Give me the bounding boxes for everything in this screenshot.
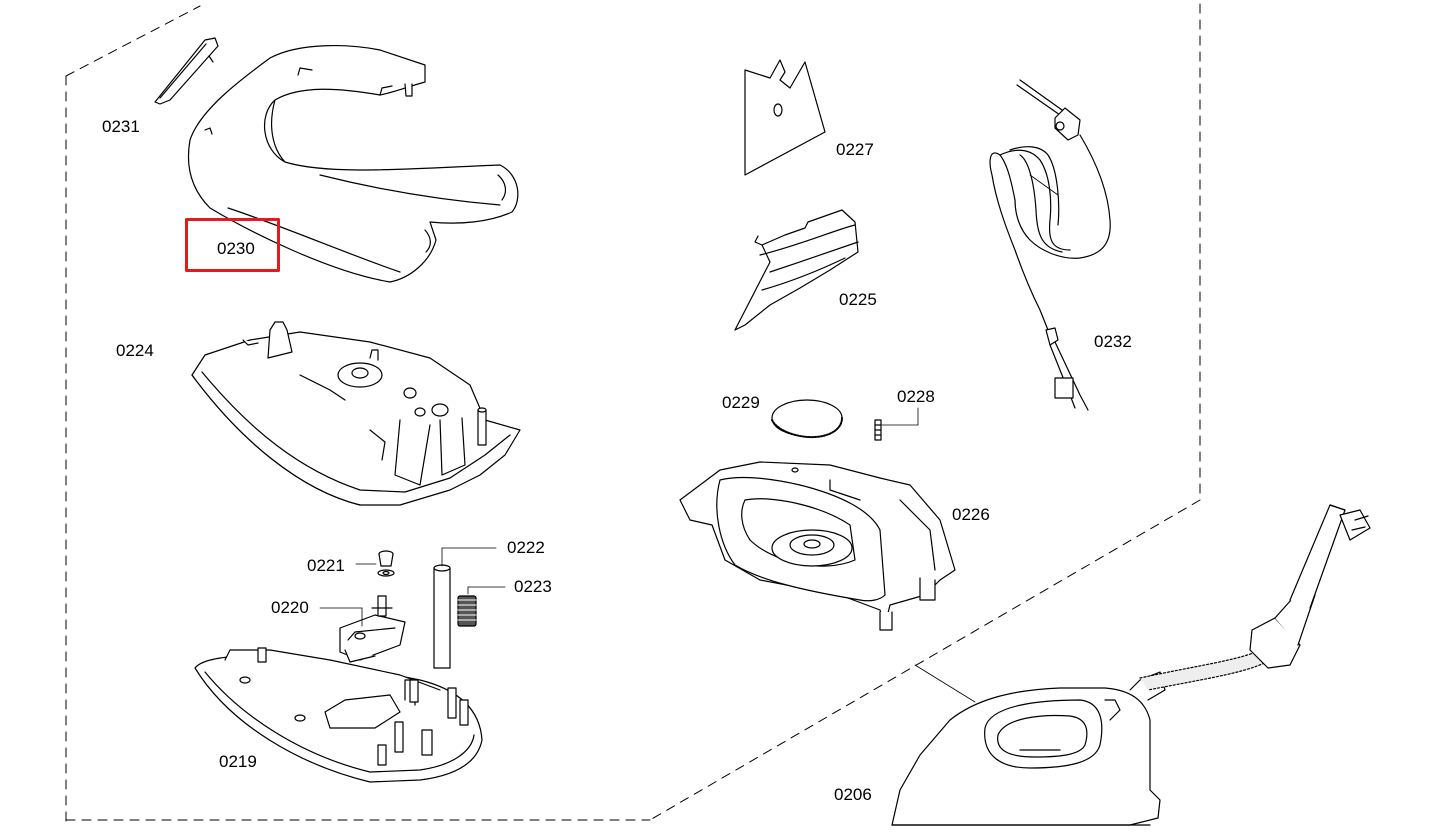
part-0222-rod[interactable]: [433, 547, 497, 669]
part-0232-power-cord[interactable]: [989, 79, 1111, 411]
label-0220[interactable]: 0220: [271, 598, 309, 617]
part-0227-bracket[interactable]: [744, 59, 826, 176]
label-0226[interactable]: 0226: [952, 505, 990, 524]
part-0220-thermostat[interactable]: [319, 595, 406, 663]
part-0224-housing[interactable]: [191, 321, 521, 506]
label-0230[interactable]: 0230: [217, 239, 255, 258]
leader-lines: [914, 664, 976, 703]
part-0229-disc[interactable]: [771, 399, 843, 439]
label-0227[interactable]: 0227: [836, 140, 874, 159]
part-0225-button-housing[interactable]: [734, 209, 859, 331]
part-0226-rear-housing[interactable]: [679, 461, 956, 631]
highlight-box-0230: [185, 218, 280, 272]
label-0232[interactable]: 0232: [1094, 332, 1132, 351]
label-0225[interactable]: 0225: [839, 290, 877, 309]
assembly-boundary: [65, 3, 1201, 826]
label-0229[interactable]: 0229: [722, 393, 760, 412]
label-0222[interactable]: 0222: [507, 538, 545, 557]
part-0223-spring[interactable]: [457, 586, 506, 627]
label-0231[interactable]: 0231: [102, 117, 140, 136]
label-0219[interactable]: 0219: [219, 752, 257, 771]
label-0206[interactable]: 0206: [834, 785, 872, 804]
part-0231-clip[interactable]: [154, 37, 219, 105]
part-0221-screw[interactable]: [355, 550, 395, 577]
part-0228-screw[interactable]: [874, 407, 919, 441]
label-0221[interactable]: 0221: [307, 556, 345, 575]
part-0219-soleplate[interactable]: [194, 647, 483, 783]
part-0230-handle-cover[interactable]: [187, 45, 519, 283]
label-0223[interactable]: 0223: [514, 577, 552, 596]
label-0228[interactable]: 0228: [897, 387, 935, 406]
label-0224[interactable]: 0224: [116, 341, 154, 360]
part-0206-iron-assembly[interactable]: [891, 504, 1371, 826]
